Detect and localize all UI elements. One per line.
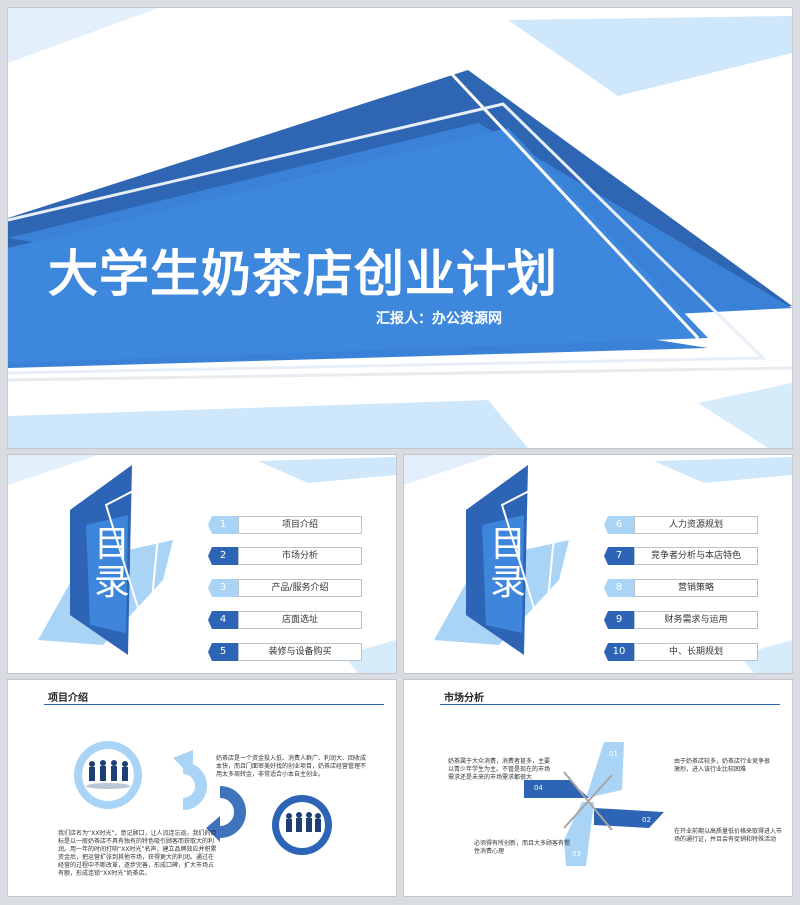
toc-number-badge: 8 <box>604 579 634 597</box>
business-people-icon <box>89 760 128 781</box>
toc-item-label: 装修与设备购买 <box>238 643 362 661</box>
toc-number-badge: 2 <box>208 547 238 565</box>
toc-item-6[interactable]: 6 人力资源规划 <box>604 516 758 534</box>
project-intro-text-top: 奶茶店是一个资金投入低、消费人群广、利润大、回收成本快，而且门面审美好找的创业项… <box>216 755 367 778</box>
market-text-right-bottom: 在开业前期以高质量低价格来取得进入市场的通行证，并且会有促销和特殊活动 <box>674 828 783 843</box>
market-analysis-graphic <box>524 742 664 866</box>
market-label-01: 01 <box>609 750 618 758</box>
toc-item-label: 人力资源规划 <box>634 516 758 534</box>
toc-item-3[interactable]: 3 产品/服务介绍 <box>208 579 362 597</box>
toc-char-1: 目 <box>93 524 130 565</box>
toc-number-badge: 9 <box>604 611 634 629</box>
market-label-02: 02 <box>642 816 651 824</box>
market-text-right-top: 由于奶茶店较多，奶茶店行业竞争很激烈，进入该行业比较困难 <box>674 758 771 773</box>
toc-item-label: 营销策略 <box>634 579 758 597</box>
toc-background-shapes <box>404 455 792 673</box>
cover-slide[interactable]: 大学生奶茶店创业计划 汇报人：办公资源网 <box>8 8 792 448</box>
toc-item-2[interactable]: 2 市场分析 <box>208 547 362 565</box>
toc-item-4[interactable]: 4 店面选址 <box>208 611 362 629</box>
toc-number-badge: 3 <box>208 579 238 597</box>
toc-char-1: 目 <box>489 524 526 565</box>
toc-item-10[interactable]: 10 中、长期规划 <box>604 643 758 661</box>
toc-item-9[interactable]: 9 财务需求与运用 <box>604 611 758 629</box>
toc-number-badge: 7 <box>604 547 634 565</box>
toc-item-label: 竞争者分析与本店特色 <box>634 547 758 565</box>
cover-background-shapes <box>8 8 792 448</box>
toc-item-label: 财务需求与运用 <box>634 611 758 629</box>
section-divider <box>440 704 780 705</box>
section-divider <box>44 704 384 705</box>
toc-number-badge: 4 <box>208 611 238 629</box>
toc-char-2: 录 <box>93 562 130 603</box>
market-text-left-bottom: 必须得有所创新，而且大多顾客有惯性消费心理 <box>474 840 571 855</box>
market-text-left-top: 奶茶属于大众消费，消费者甚多，主要以青少年学生为主。不管是现在的市场需求还是未来… <box>448 758 551 781</box>
market-label-03: 03 <box>572 850 581 858</box>
toc-item-7[interactable]: 7 竞争者分析与本店特色 <box>604 547 758 565</box>
toc-number-badge: 5 <box>208 643 238 661</box>
project-intro-graphic <box>74 741 332 855</box>
toc-item-label: 中、长期规划 <box>634 643 758 661</box>
toc-slide-1[interactable]: 目 录 1 项目介绍 2 市场分析 3 产品/服务介绍 4 店面选址 5 <box>8 455 396 673</box>
section-title: 市场分析 <box>444 693 484 704</box>
market-label-04: 04 <box>534 784 543 792</box>
toc-item-label: 产品/服务介绍 <box>238 579 362 597</box>
toc-item-8[interactable]: 8 营销策略 <box>604 579 758 597</box>
toc-item-label: 市场分析 <box>238 547 362 565</box>
section-title: 项目介绍 <box>48 693 88 704</box>
toc-item-label: 店面选址 <box>238 611 362 629</box>
toc-background-shapes <box>8 455 396 673</box>
toc-number-badge: 1 <box>208 516 238 534</box>
toc-item-5[interactable]: 5 装修与设备购买 <box>208 643 362 661</box>
project-intro-text-bottom: 我们店名为“XX时光”，意记顾口，让人流连忘返。我们的目标是以一般奶茶店不具有独… <box>58 830 217 877</box>
toc-number-badge: 6 <box>604 516 634 534</box>
toc-slide-2[interactable]: 目 录 6 人力资源规划 7 竞争者分析与本店特色 8 营销策略 9 财务需求与… <box>404 455 792 673</box>
toc-item-1[interactable]: 1 项目介绍 <box>208 516 362 534</box>
toc-char-2: 录 <box>489 562 526 603</box>
cover-title: 大学生奶茶店创业计划 <box>48 245 558 303</box>
market-analysis-slide[interactable]: 市场分析 01 02 03 04 奶茶属于大众消费，消费者甚多，主要以青少年学生… <box>404 680 792 896</box>
toc-number-badge: 10 <box>604 643 634 661</box>
cover-reporter: 汇报人：办公资源网 <box>376 311 502 327</box>
project-intro-slide[interactable]: 项目介绍 奶茶店是一个资金投入低、消费人群广、利润大、回收成本快，而且门面审美好… <box>8 680 396 896</box>
toc-item-label: 项目介绍 <box>238 516 362 534</box>
